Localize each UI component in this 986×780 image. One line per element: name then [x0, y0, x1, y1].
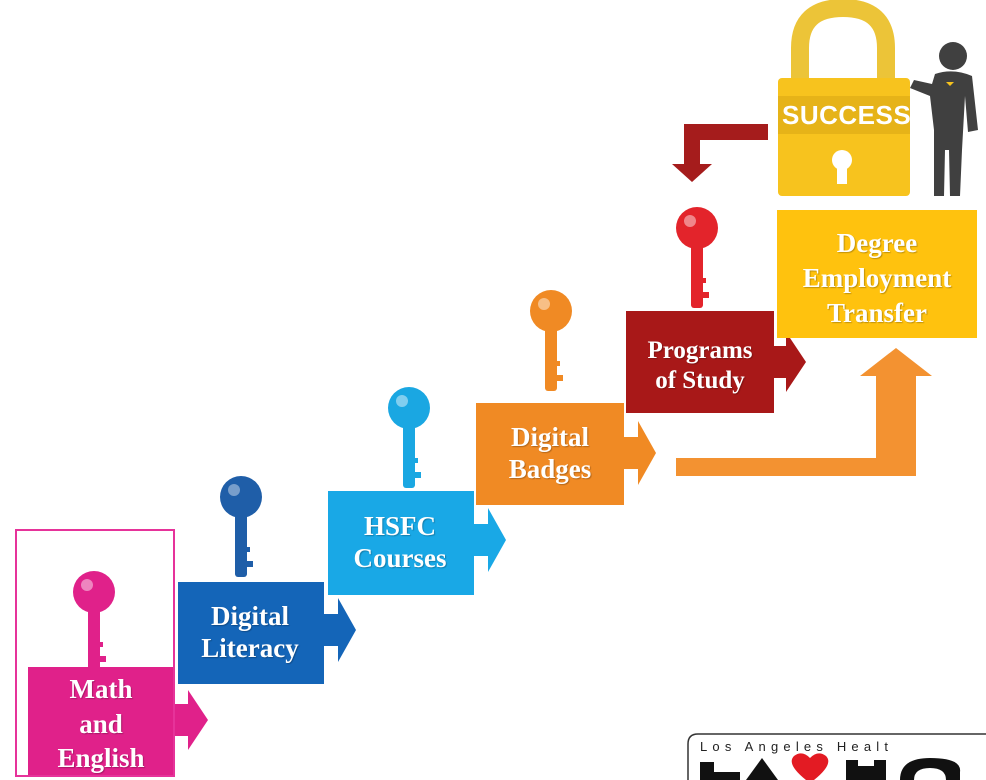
- logo-letter-l: [700, 762, 740, 780]
- logo-letter-h: [846, 760, 886, 780]
- step-box-programs: [626, 311, 774, 413]
- success-lock-icon: [778, 0, 910, 196]
- step-arrow-math: [174, 690, 208, 750]
- lock-shackle: [791, 0, 895, 88]
- programs-key-icon: [676, 207, 718, 308]
- step-arrow-programs: [774, 332, 806, 392]
- return-arrow-icon: [672, 124, 768, 182]
- step-box-math: [28, 667, 174, 775]
- digital-literacy-key-icon: [220, 476, 262, 577]
- step-box-badges: [476, 403, 624, 505]
- logo-letter-a: [746, 758, 778, 780]
- success-label: SUCCESS: [782, 100, 912, 130]
- step-arrow-digital-literacy: [324, 598, 356, 662]
- step-arrow-badges: [624, 421, 656, 485]
- lock-band: [778, 96, 910, 134]
- step-box-hsfc: [328, 491, 474, 595]
- math-key-icon: [73, 571, 115, 672]
- org-tagline: Los Angeles Healt: [700, 739, 894, 754]
- org-logo: [687, 733, 986, 780]
- heart-icon: [791, 753, 829, 780]
- goal-arrow-icon: [676, 348, 932, 476]
- logo-digit-2: [900, 758, 961, 780]
- hsfc-key-icon: [388, 387, 430, 488]
- step-box-digital-literacy: [178, 582, 324, 684]
- person-figure-icon: [910, 42, 978, 196]
- step-arrow-hsfc: [474, 508, 506, 572]
- badges-key-icon: [530, 290, 572, 391]
- selection-highlight: [15, 529, 175, 777]
- step-box-degree: [777, 210, 977, 338]
